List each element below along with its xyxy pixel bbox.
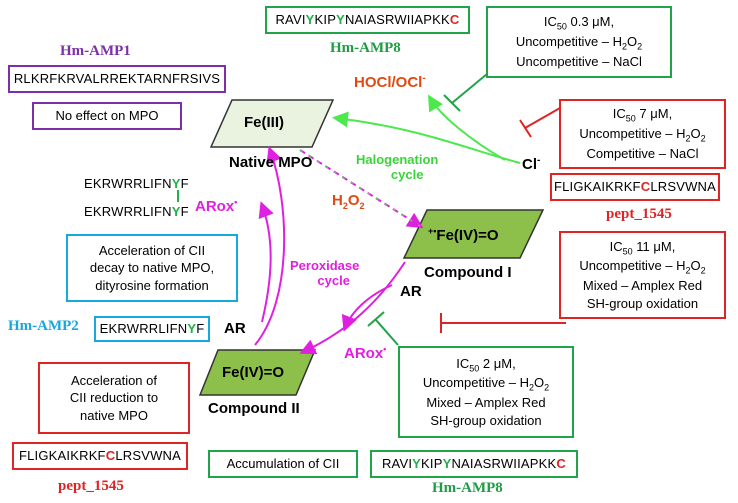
compound-1-to-2-arrow — [299, 261, 406, 355]
peroxidase-cycle-label: Peroxidase cycle — [290, 258, 360, 288]
hocl-release-arrow — [427, 94, 506, 161]
hm-amp2-effect-box: Acceleration of CII decay to native MPO,… — [66, 234, 238, 302]
native-mpo-label: Native MPO — [229, 154, 313, 171]
compound-2-to-native-arrow — [254, 146, 286, 346]
hm-amp1-title: Hm-AMP1 — [60, 43, 131, 59]
hm-amp1-sequence: RLKRFKRVALRREKTARNFRSIVS — [13, 71, 221, 87]
hm-amp1-sequence-box: RLKRFKRVALRREKTARNFRSIVS — [8, 65, 226, 93]
inhibition-hm-amp8-bottom — [375, 319, 399, 346]
compound-2-state: Fe(IV)=O — [222, 364, 285, 381]
arox-label-bottom: ARox• — [344, 344, 387, 362]
hm-amp2-title: Hm-AMP2 — [8, 318, 79, 334]
pept-1545-effect-box: Acceleration of CII reduction to native … — [38, 362, 190, 434]
compound-1-shape — [402, 209, 545, 259]
halogenation-cycle-label: Halogenation cycle — [356, 152, 439, 182]
hm-amp8-inhibition-box: IC50 0.3 μM, Uncompetitive – H2O2 Uncomp… — [486, 6, 672, 78]
hm-amp8-top-title: Hm-AMP8 — [330, 40, 401, 56]
compound-2-label: Compound II — [208, 400, 300, 417]
pept-1545-inhibition-box-1: IC50 7 μM, Uncompetitive – H2O2 Competit… — [559, 99, 726, 169]
compound-2-shape — [198, 349, 317, 396]
inhibition-hm-amp8-top — [451, 73, 488, 104]
ar-oxidation-arrow-bottom — [341, 284, 393, 332]
inhibition-pept-1545-top — [524, 107, 561, 129]
compound-1-state: +•Fe(IV)=O — [428, 226, 499, 244]
ar-label-right: AR — [400, 283, 422, 300]
hocl-label: HOCl/OCl- — [354, 73, 426, 91]
native-mpo-shape — [209, 99, 335, 148]
hm-amp8-inhibition-box-bottom: IC50 2 μM, Uncompetitive – H2O2 Mixed – … — [398, 346, 574, 438]
hm-amp1-effect-box: No effect on MPO — [32, 102, 182, 130]
hm-amp1-effect: No effect on MPO — [55, 108, 159, 124]
pept-1545-title-bottom: pept_1545 — [58, 478, 124, 494]
chloride-label: Cl- — [522, 155, 541, 173]
compound-1-label: Compound I — [424, 264, 512, 281]
dityrosine-line-2: EKRWRRLIFNYF — [84, 204, 189, 219]
arox-label-top: ARox• — [195, 197, 238, 215]
accumulation-box: Accumulation of CII — [208, 450, 358, 478]
ar-oxidation-arrow-top — [258, 201, 274, 323]
pept-1545-inhibition-box-2: IC50 11 μM, Uncompetitive – H2O2 Mixed –… — [559, 231, 726, 319]
h2o2-label: H2O2 — [332, 192, 365, 211]
hm-amp8-bottom-title: Hm-AMP8 — [432, 480, 503, 496]
dityrosine-line-1: EKRWRRLIFNYF — [84, 176, 189, 191]
ar-label-left: AR — [224, 320, 246, 337]
pept-1545-title-right: pept_1545 — [606, 206, 672, 222]
fe3-state: Fe(III) — [244, 114, 284, 131]
